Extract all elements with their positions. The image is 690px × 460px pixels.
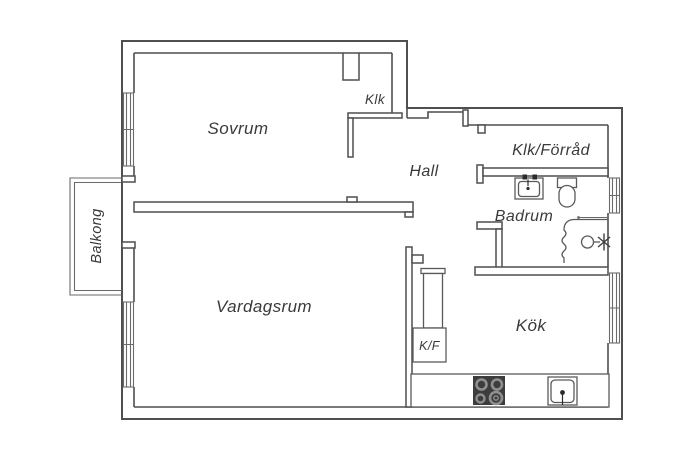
badrum-right-window xyxy=(608,177,621,214)
klk-wall-hook xyxy=(342,52,360,81)
kitchen-fixtures xyxy=(410,267,610,408)
shower-head xyxy=(580,235,595,249)
room-label-klk-forrad: Klk/Förråd xyxy=(512,141,590,159)
sovrum-door-jamb-bump xyxy=(346,196,358,203)
windows xyxy=(122,92,621,388)
room-label-badrum: Badrum xyxy=(495,208,553,225)
room-label-balkong: Balkong xyxy=(89,208,105,263)
walls xyxy=(121,40,623,420)
vardagsrum-left-window xyxy=(122,301,135,388)
sovrum-vardagsrum-divider xyxy=(133,201,414,213)
kitchen-counter xyxy=(410,373,610,408)
divider-door-jamb xyxy=(404,211,414,218)
room-label-vardagsrum: Vardagsrum xyxy=(216,297,312,316)
kitchen-sink xyxy=(547,376,578,406)
room-label-kok: Kök xyxy=(516,316,548,335)
balcony-door-jamb-bottom xyxy=(121,241,136,249)
balcony-railing xyxy=(69,177,122,296)
klk-forrad-door-notch xyxy=(477,124,486,134)
badrum-lower-left-wall-h xyxy=(476,221,503,230)
fridge-freezer xyxy=(412,327,447,363)
balcony xyxy=(69,175,136,296)
shower xyxy=(561,216,611,263)
sovrum-left-window xyxy=(122,92,135,167)
inner-wall-faces xyxy=(133,52,609,408)
room-label-hall: Hall xyxy=(409,163,438,180)
kok-right-window xyxy=(608,272,621,344)
klk-bottom-wall xyxy=(347,112,403,119)
toilet xyxy=(556,177,578,208)
kok-vardagsrum-wall xyxy=(405,246,413,408)
entry-wall-stub xyxy=(462,109,469,127)
bathroom-sink xyxy=(514,174,544,200)
badrum-door-jamb xyxy=(476,164,484,184)
stove xyxy=(473,376,505,406)
outer-wall-boundary xyxy=(121,40,623,420)
badrum-top-wall xyxy=(482,167,609,177)
kok-badrum-divider xyxy=(474,266,609,276)
sovrum-right-wall-stub xyxy=(347,117,354,158)
ventilation-duct xyxy=(420,267,446,329)
bathroom-fixtures xyxy=(514,174,611,263)
kok-wall-step xyxy=(411,254,424,264)
badrum-lower-left-wall-v xyxy=(495,228,503,269)
room-label-klk: Klk xyxy=(365,92,386,107)
room-labels: Sovrum Vardagsrum Hall Klk Klk/Förråd Ba… xyxy=(89,92,590,353)
shower-mixer-valve xyxy=(597,233,611,251)
balcony-door-jamb-top xyxy=(121,175,136,183)
room-label-sovrum: Sovrum xyxy=(208,119,269,138)
room-label-kf: K/F xyxy=(419,339,441,353)
